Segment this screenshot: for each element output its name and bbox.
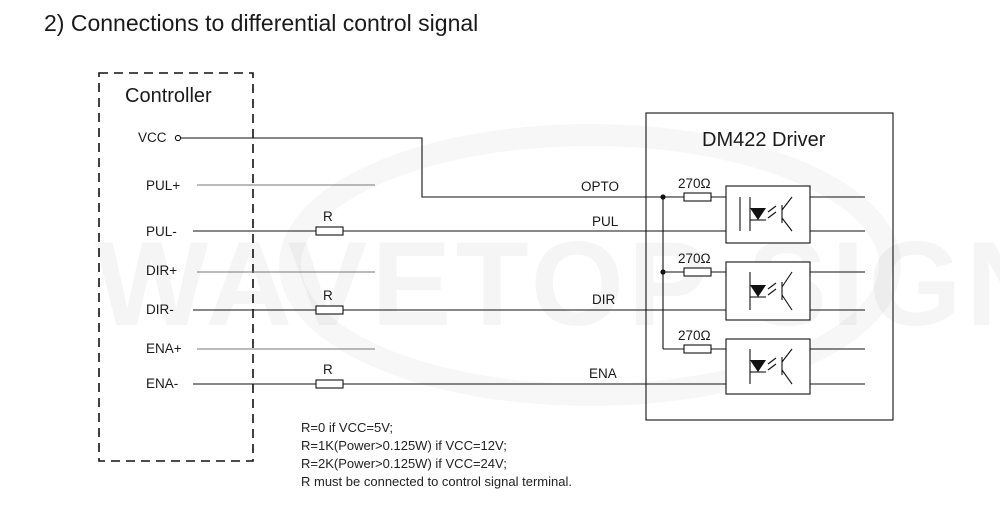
controller-box bbox=[98, 72, 254, 462]
driver-input-dir: DIR bbox=[592, 292, 616, 307]
signal-label-pul-minus: PUL- bbox=[146, 224, 177, 239]
resistor-dir bbox=[315, 305, 344, 315]
resistor-270-2-label: 270Ω bbox=[678, 251, 711, 266]
resistor-270-1 bbox=[683, 192, 712, 202]
driver-input-opto: OPTO bbox=[581, 179, 619, 194]
watermark: WAVETOP SIGN bbox=[95, 217, 1000, 351]
resistor-pul bbox=[315, 226, 344, 236]
vcc-terminal bbox=[174, 134, 182, 142]
signal-label-dir-minus: DIR- bbox=[146, 302, 174, 317]
resistor-ena bbox=[315, 379, 344, 389]
note-line-4: R must be connected to control signal te… bbox=[301, 474, 572, 489]
optocoupler-pul bbox=[725, 185, 811, 244]
signal-label-dir-plus: DIR+ bbox=[146, 263, 177, 278]
resistor-ena-label: R bbox=[323, 362, 333, 377]
page-title: 2) Connections to differential control s… bbox=[44, 10, 478, 36]
opto-junction bbox=[660, 194, 666, 200]
note-line-2: R=1K(Power>0.125W) if VCC=12V; bbox=[301, 438, 507, 453]
vcc-label: VCC bbox=[138, 130, 167, 145]
note-line-1: R=0 if VCC=5V; bbox=[301, 420, 393, 435]
driver-label: DM422 Driver bbox=[702, 129, 826, 151]
resistor-pul-label: R bbox=[323, 209, 333, 224]
signal-label-ena-minus: ENA- bbox=[146, 376, 178, 391]
note-line-3: R=2K(Power>0.125W) if VCC=24V; bbox=[301, 456, 507, 471]
resistor-270-3 bbox=[683, 344, 712, 354]
signal-label-pul-plus: PUL+ bbox=[146, 178, 180, 193]
resistor-dir-label: R bbox=[323, 288, 333, 303]
resistor-270-1-label: 270Ω bbox=[678, 176, 711, 191]
driver-box bbox=[645, 112, 894, 421]
resistor-270-3-label: 270Ω bbox=[678, 328, 711, 343]
optocoupler-dir bbox=[725, 261, 811, 321]
controller-label: Controller bbox=[125, 85, 212, 107]
resistor-270-2 bbox=[683, 267, 712, 277]
driver-input-ena: ENA bbox=[589, 366, 617, 381]
driver-input-pul: PUL bbox=[592, 214, 619, 229]
signal-label-ena-plus: ENA+ bbox=[146, 341, 182, 356]
optocoupler-ena bbox=[725, 338, 811, 395]
